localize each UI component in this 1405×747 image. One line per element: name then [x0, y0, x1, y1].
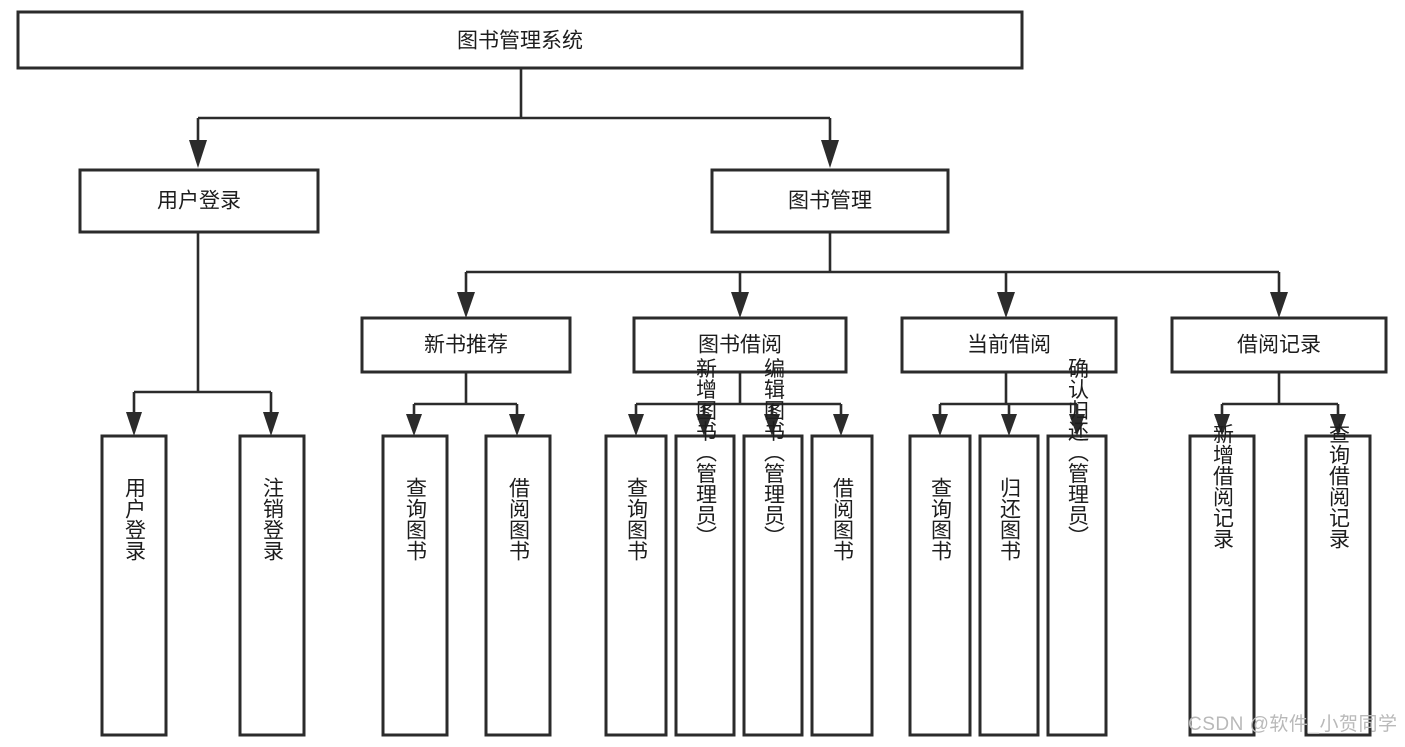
node-leaf-add-book[interactable]: 新增图书（管理员）	[674, 358, 736, 737]
node-leaf-edit-book[interactable]: 编辑图书（管理员）	[742, 358, 804, 737]
node-leaf-user-login-box[interactable]	[100, 434, 168, 737]
node-leaf-query-book-1-label: 查询图书	[404, 477, 428, 561]
arrow-head-leaf-add-record	[1214, 414, 1230, 436]
connector-group-user-login	[126, 232, 279, 436]
node-leaf-borrow-book-1[interactable]: 借阅图书	[484, 434, 552, 737]
node-borrow-record-label: 借阅记录	[1237, 334, 1321, 357]
arrow-head-user-login	[189, 140, 207, 168]
node-borrow-record[interactable]: 借阅记录	[1170, 316, 1388, 374]
arrow-head-leaf-query-book-3	[932, 414, 948, 436]
node-current-borrow[interactable]: 当前借阅	[900, 316, 1118, 374]
connector-group-root	[189, 68, 839, 168]
node-leaf-borrow-book-1-label: 借阅图书	[507, 477, 531, 561]
node-leaf-query-book-2[interactable]: 查询图书	[604, 434, 668, 737]
node-leaf-user-logout-box[interactable]	[238, 434, 306, 737]
node-root-label: 图书管理系统	[457, 30, 583, 53]
node-leaf-borrow-book-2-box[interactable]	[810, 434, 874, 737]
node-leaf-add-record[interactable]: 新增借阅记录	[1188, 423, 1256, 737]
node-leaf-borrow-book-2[interactable]: 借阅图书	[810, 434, 874, 737]
node-book-borrow-label: 图书借阅	[698, 334, 782, 357]
node-leaf-user-logout-label: 注销登录	[261, 477, 285, 561]
arrow-head-book-borrow	[731, 292, 749, 318]
node-leaf-query-record-box[interactable]	[1304, 434, 1372, 737]
node-leaf-add-record-label: 新增借阅记录	[1211, 423, 1235, 549]
node-borrow-record-box[interactable]	[1170, 316, 1388, 374]
arrow-head-book-manage	[821, 140, 839, 168]
arrow-head-current-borrow	[997, 292, 1015, 318]
node-root[interactable]: 图书管理系统	[16, 10, 1024, 70]
node-leaf-confirm-return[interactable]: 确认归还（管理员）	[1046, 358, 1108, 737]
node-user-login[interactable]: 用户登录	[78, 168, 320, 234]
node-leaf-edit-book-label: 编辑图书（管理员）	[762, 358, 786, 547]
node-leaf-return-book-label: 归还图书	[998, 477, 1022, 561]
connector-group-book-manage	[457, 232, 1288, 318]
node-leaf-add-record-box[interactable]	[1188, 434, 1256, 737]
node-leaf-query-book-1-box[interactable]	[381, 434, 449, 737]
node-user-login-label: 用户登录	[157, 190, 241, 213]
node-new-book-recommend-box[interactable]	[360, 316, 572, 374]
node-book-borrow-box[interactable]	[632, 316, 848, 374]
node-book-manage[interactable]: 图书管理	[710, 168, 950, 234]
arrow-head-leaf-confirm-return	[1069, 414, 1085, 436]
node-user-login-box[interactable]	[78, 168, 320, 234]
connector-group-new-book-recommend	[406, 372, 525, 436]
node-leaf-add-book-box[interactable]	[674, 434, 736, 737]
arrow-head-leaf-query-record	[1330, 414, 1346, 436]
node-current-borrow-label: 当前借阅	[967, 334, 1051, 357]
arrow-head-leaf-edit-book	[764, 414, 780, 436]
node-leaf-return-book[interactable]: 归还图书	[978, 434, 1040, 737]
arrow-head-leaf-borrow-book-2	[833, 414, 849, 436]
node-leaf-borrow-book-2-label: 借阅图书	[831, 477, 855, 561]
node-leaf-query-record-label: 查询借阅记录	[1327, 423, 1351, 549]
node-leaf-borrow-book-1-box[interactable]	[484, 434, 552, 737]
node-leaf-add-book-label: 新增图书（管理员）	[694, 358, 718, 547]
csdn-watermark: CSDN @软件_小贺同学	[1188, 713, 1397, 735]
node-leaf-user-login-label: 用户登录	[123, 477, 147, 561]
arrow-head-new-book-recommend	[457, 292, 475, 318]
node-leaf-query-book-1[interactable]: 查询图书	[381, 434, 449, 737]
arrow-head-leaf-return-book	[1001, 414, 1017, 436]
node-book-manage-box[interactable]	[710, 168, 950, 234]
node-new-book-recommend-label: 新书推荐	[424, 334, 508, 357]
node-leaf-query-record[interactable]: 查询借阅记录	[1304, 423, 1372, 737]
arrow-head-leaf-user-logout	[263, 412, 279, 436]
node-leaf-query-book-3-box[interactable]	[908, 434, 972, 737]
node-book-borrow[interactable]: 图书借阅	[632, 316, 848, 374]
node-new-book-recommend[interactable]: 新书推荐	[360, 316, 572, 374]
node-leaf-query-book-3[interactable]: 查询图书	[908, 434, 972, 737]
arrow-head-leaf-add-book	[696, 414, 712, 436]
arrow-head-borrow-record	[1270, 292, 1288, 318]
node-leaf-query-book-3-label: 查询图书	[929, 477, 953, 561]
node-leaf-query-book-2-box[interactable]	[604, 434, 668, 737]
node-leaf-query-book-2-label: 查询图书	[625, 477, 649, 561]
arrow-head-leaf-borrow-book-1	[509, 414, 525, 436]
node-current-borrow-box[interactable]	[900, 316, 1118, 374]
node-leaf-confirm-return-label: 确认归还（管理员）	[1066, 358, 1090, 547]
connector-group-borrow-record	[1214, 372, 1346, 436]
node-leaf-edit-book-box[interactable]	[742, 434, 804, 737]
node-root-box[interactable]	[16, 10, 1024, 70]
node-leaf-user-login[interactable]: 用户登录	[100, 434, 168, 737]
connector-group-book-borrow	[628, 372, 849, 436]
node-book-manage-label: 图书管理	[788, 190, 872, 213]
arrow-head-leaf-user-login	[126, 412, 142, 436]
connector-group-current-borrow	[932, 372, 1085, 436]
node-leaf-return-book-box[interactable]	[978, 434, 1040, 737]
node-leaf-confirm-return-box[interactable]	[1046, 434, 1108, 737]
arrow-head-leaf-query-book-1	[406, 414, 422, 436]
node-leaf-user-logout[interactable]: 注销登录	[238, 434, 306, 737]
arrow-head-leaf-query-book-2	[628, 414, 644, 436]
